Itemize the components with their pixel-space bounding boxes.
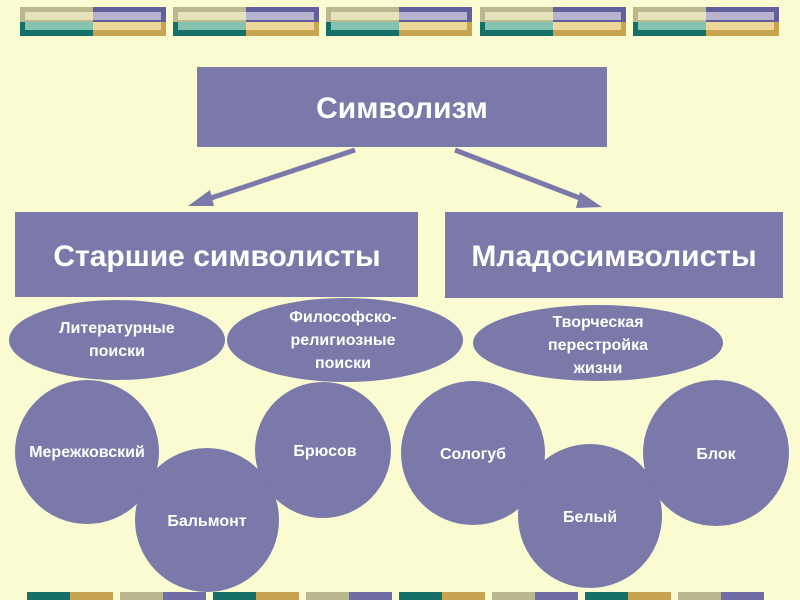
arrow-left <box>188 147 356 206</box>
theme-creative-line2: перестройка <box>548 337 648 354</box>
decoration-block <box>485 12 553 20</box>
theme-literary-line1: Литературные <box>59 320 174 337</box>
branch-label-junior: Младосимволисты <box>471 240 756 273</box>
decoration-block <box>535 592 578 600</box>
decoration-block <box>178 22 246 30</box>
decoration-block <box>349 592 392 600</box>
decoration-block <box>213 592 256 600</box>
decoration-block <box>553 22 621 30</box>
decoration-block <box>399 592 442 600</box>
branch-box-junior <box>445 212 783 298</box>
poet-merezhkovsky: Мережковский <box>29 444 145 461</box>
decoration-block <box>70 592 113 600</box>
decoration-block <box>485 22 553 30</box>
decoration-block <box>628 592 671 600</box>
decoration-block <box>585 592 628 600</box>
poet-circle-blok <box>643 380 789 526</box>
theme-ellipse-philosophical <box>227 298 463 382</box>
poet-blok: Блок <box>696 446 736 463</box>
arrow-right <box>454 147 602 208</box>
decoration-block <box>256 592 299 600</box>
theme-philosophical-line3: поиски <box>315 355 371 372</box>
decoration-block <box>331 22 399 30</box>
poet-bely: Белый <box>563 509 617 526</box>
decoration-block <box>163 592 206 600</box>
theme-ellipse-creative <box>473 305 723 381</box>
decoration-block <box>399 22 467 30</box>
decoration-block <box>306 592 349 600</box>
decoration-block <box>442 592 485 600</box>
poet-sologub: Сологуб <box>440 446 506 463</box>
poet-circle-bely <box>518 444 662 588</box>
decoration-block <box>638 22 706 30</box>
theme-ellipse-literary <box>9 300 225 380</box>
poet-bryusov: Брюсов <box>293 443 356 460</box>
theme-creative-line3: жизни <box>573 360 623 377</box>
decoration-block <box>178 12 246 20</box>
branch-box-senior <box>15 212 418 297</box>
decoration-block <box>27 592 70 600</box>
decoration-block <box>120 592 163 600</box>
branch-label-senior: Старшие символисты <box>53 240 380 273</box>
theme-philosophical-line2: религиозные <box>291 332 396 349</box>
poet-circle-merezhkovsky <box>15 380 159 524</box>
theme-philosophical-line1: Философско- <box>289 309 396 326</box>
poet-circle-balmont <box>135 448 279 592</box>
top-decoration <box>20 7 779 36</box>
theme-creative-line1: Творческая <box>552 314 643 331</box>
decoration-block <box>25 12 93 20</box>
title-text: Символизм <box>316 92 488 125</box>
decoration-block <box>399 12 467 20</box>
decoration-block <box>553 12 621 20</box>
decoration-block <box>25 22 93 30</box>
theme-literary-line2: поиски <box>89 343 145 360</box>
bottom-decoration <box>27 592 764 600</box>
decoration-block <box>331 12 399 20</box>
decoration-block <box>706 12 774 20</box>
decoration-block <box>638 12 706 20</box>
title-box <box>197 67 607 147</box>
poet-balmont: Бальмонт <box>167 513 246 530</box>
decoration-block <box>721 592 764 600</box>
decoration-block <box>246 12 314 20</box>
decoration-block <box>492 592 535 600</box>
poet-circle-sologub <box>401 381 545 525</box>
decoration-block <box>706 22 774 30</box>
decoration-block <box>93 22 161 30</box>
decoration-block <box>678 592 721 600</box>
poet-circle-bryusov <box>255 382 391 518</box>
decoration-block <box>246 22 314 30</box>
decoration-block <box>93 12 161 20</box>
